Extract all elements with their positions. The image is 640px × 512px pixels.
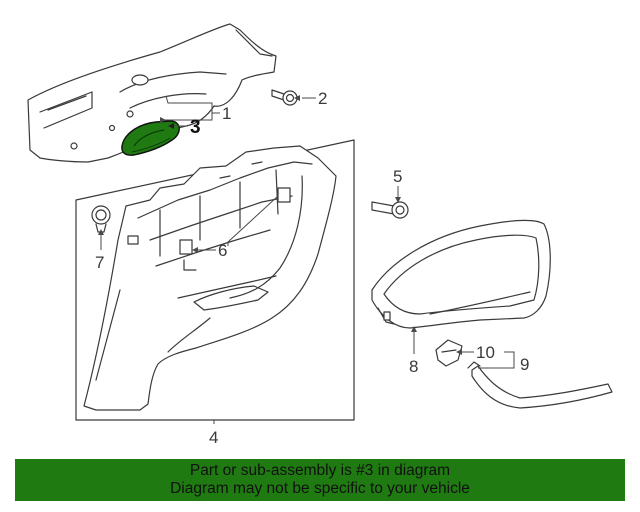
callout-5: 5 — [393, 167, 402, 186]
callout-3: 3 — [190, 117, 201, 138]
part-3-highlighted-component — [121, 120, 180, 156]
part-4-lower-trim-panel — [83, 145, 337, 411]
part-8-side-cover-panel — [371, 219, 551, 329]
callout-8: 8 — [409, 357, 418, 376]
callout-7: 7 — [95, 253, 104, 272]
callout-4: 4 — [209, 428, 218, 447]
callout-10: 10 — [476, 343, 495, 362]
part-5-screw — [371, 201, 409, 219]
caption-line-1: Part or sub-assembly is #3 in diagram — [189, 462, 451, 479]
leader-lines — [98, 95, 515, 424]
part-1-upper-trim-panel — [27, 23, 277, 163]
caption-line-2: Diagram may not be specific to your vehi… — [170, 480, 470, 497]
callout-6: 6 — [218, 241, 227, 260]
callout-1: 1 — [222, 104, 231, 123]
part-7-push-clip — [91, 205, 111, 233]
part-2-bolt — [271, 89, 298, 106]
part-10-clip — [435, 339, 463, 367]
callout-2: 2 — [318, 89, 327, 108]
caption-banner: Part or sub-assembly is #3 in diagram Di… — [15, 459, 625, 501]
part-9-trim-strip — [467, 361, 613, 409]
callout-9: 9 — [520, 355, 529, 374]
